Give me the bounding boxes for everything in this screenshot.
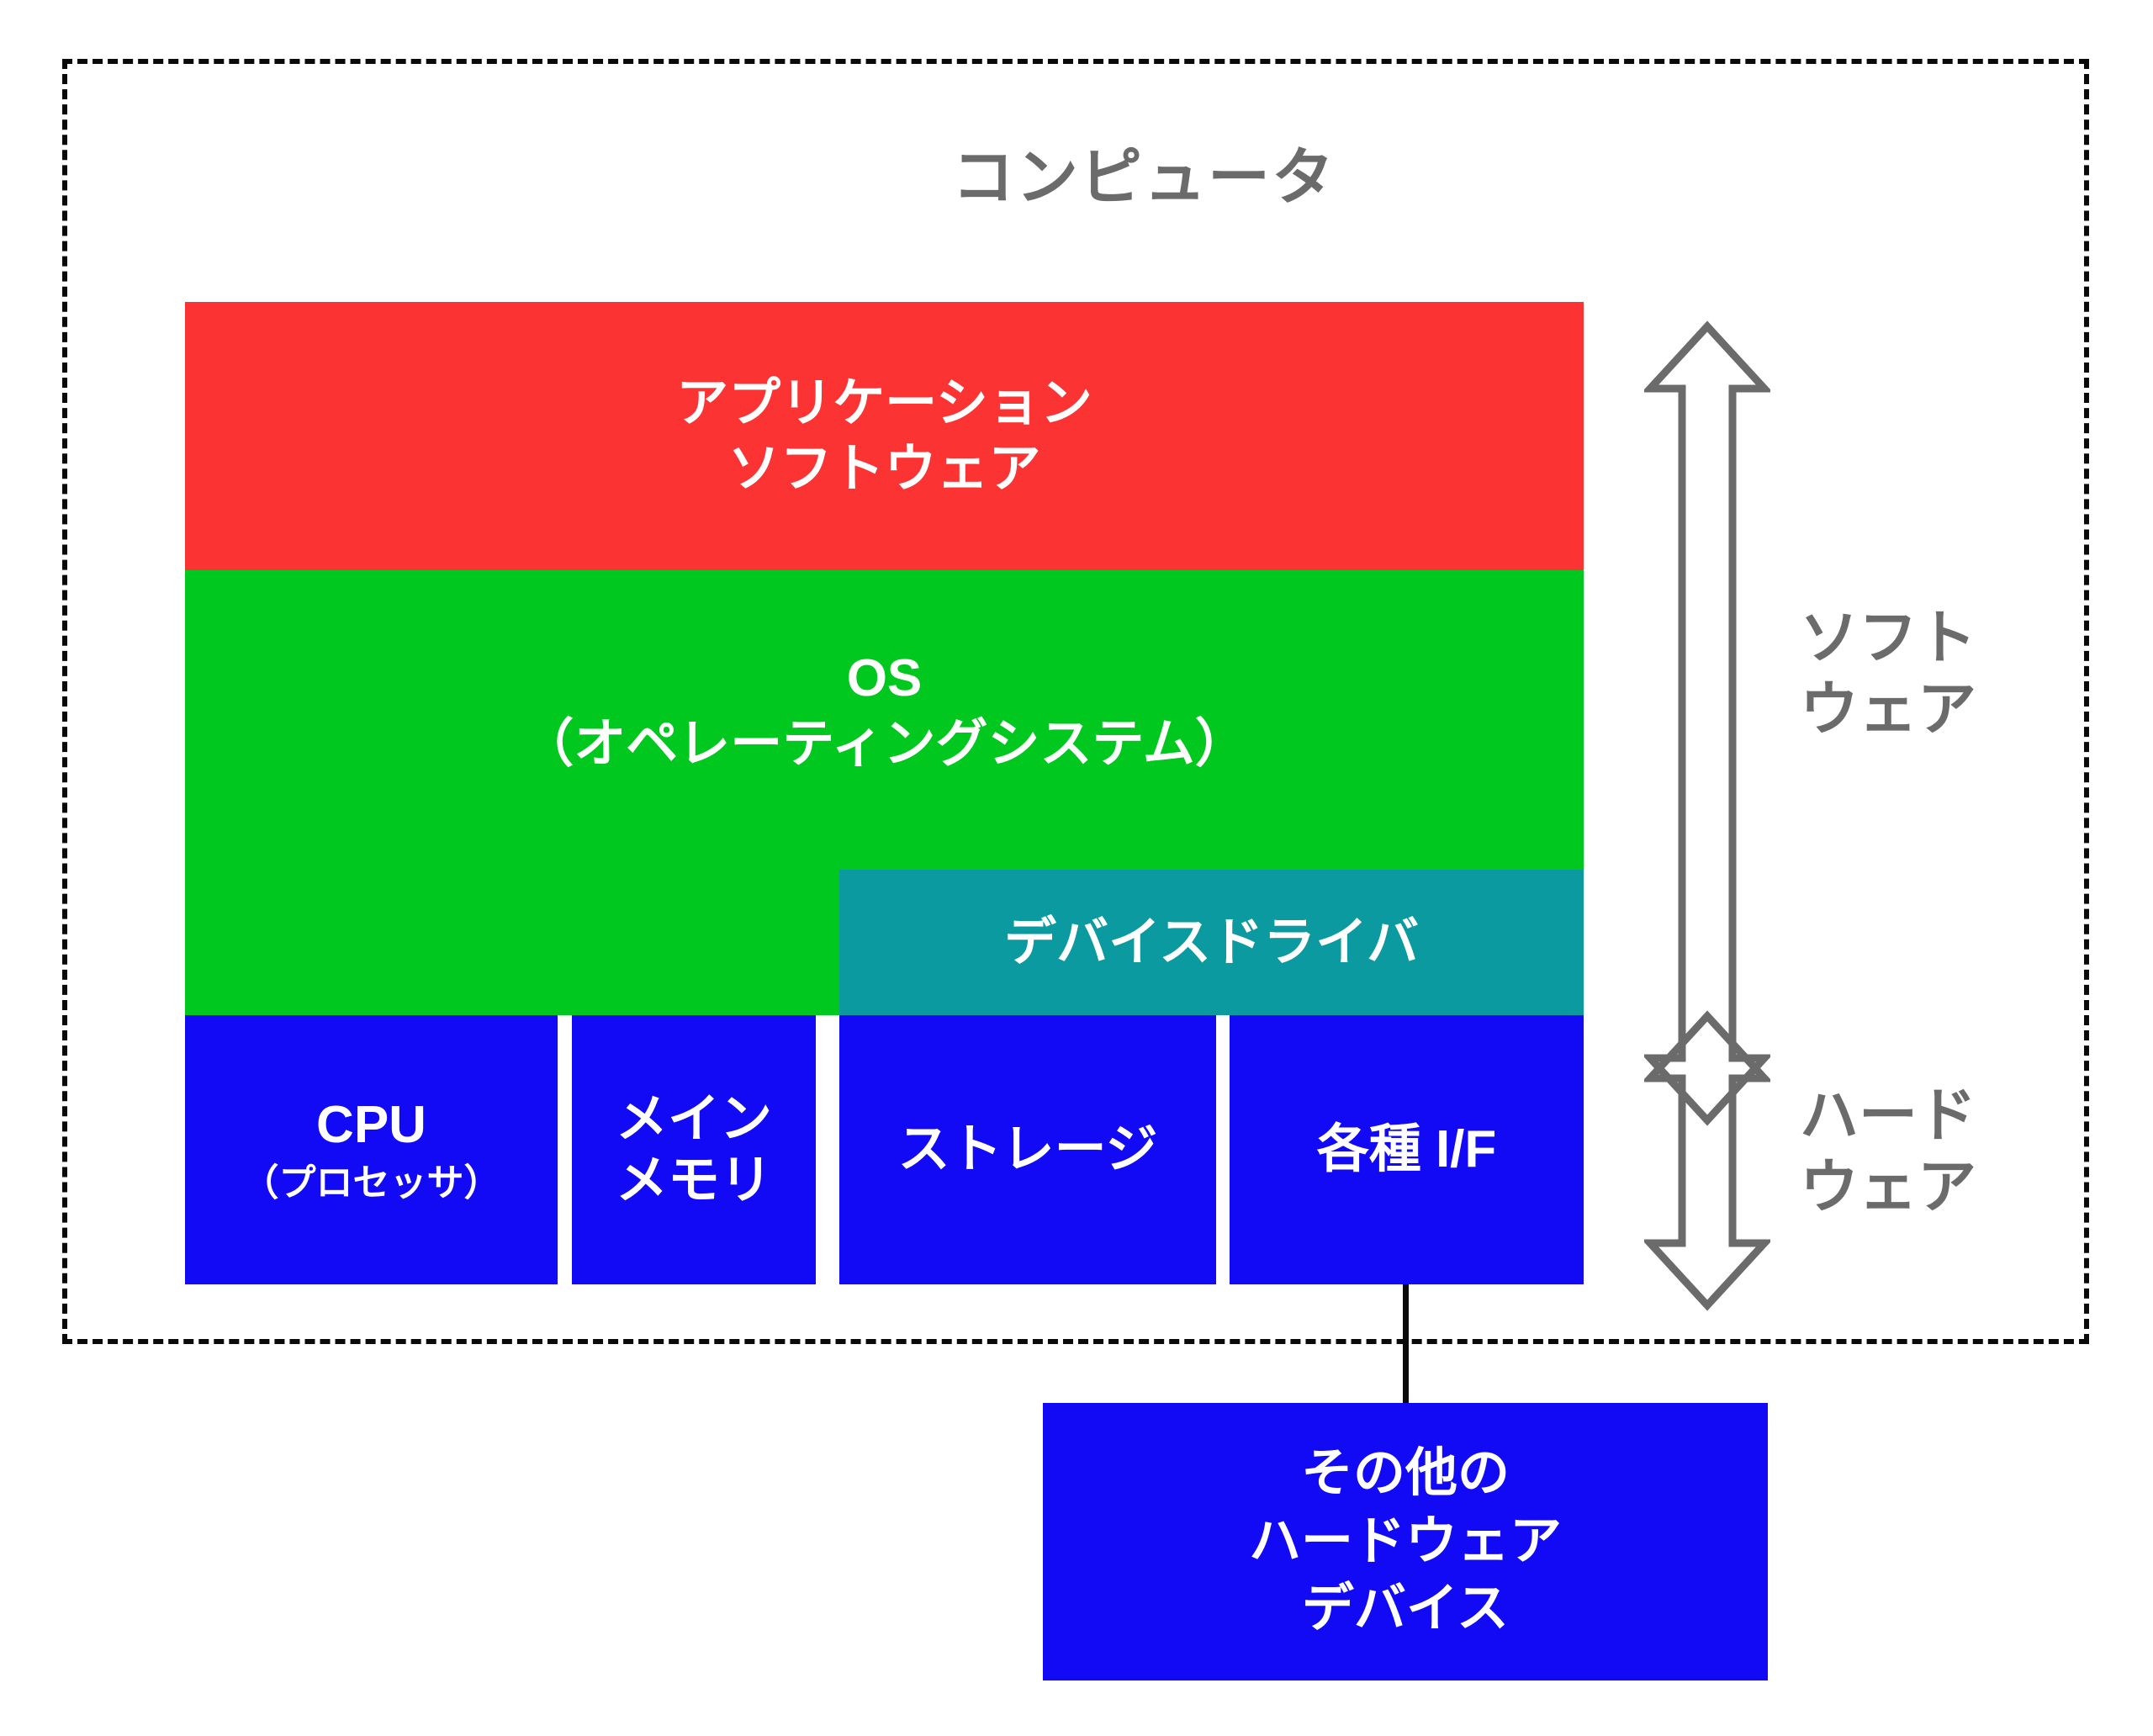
cpu-sublabel: （プロセッサ） <box>241 1162 501 1204</box>
side-label-hardware: ハード ウェア <box>1800 1082 1976 1220</box>
connector-line-interfaces-to-other-hardware <box>1403 1284 1409 1404</box>
application-line-2: ソフトウェア <box>727 439 1041 498</box>
down-arrow-icon <box>1644 1010 1770 1311</box>
hardware-box-interfaces: 各種 I/F <box>1230 1015 1584 1284</box>
application-line-1: アプリケーション <box>676 374 1092 432</box>
storage-label: ストレージ <box>897 1120 1158 1179</box>
hardware-box-main-memory: メイン メモリ <box>572 1015 816 1284</box>
other-hardware-device-box: その他の ハードウェア デバイス <box>1043 1403 1768 1680</box>
side-label-software: ソフト ウェア <box>1800 605 1976 743</box>
os-line-1: OS <box>846 649 923 707</box>
hardware-box-storage: ストレージ <box>839 1015 1216 1284</box>
cpu-label: CPU <box>316 1096 426 1155</box>
range-arrows <box>1644 320 1770 1311</box>
other-hardware-line-1: その他の <box>1300 1444 1510 1503</box>
layer-application-software: アプリケーション ソフトウェア <box>185 302 1584 570</box>
other-hardware-line-3: デバイス <box>1301 1580 1510 1638</box>
other-hardware-line-2: ハードウェア <box>1248 1511 1562 1570</box>
computer-boundary <box>62 59 2089 1344</box>
up-arrow-icon <box>1644 320 1770 1126</box>
interfaces-label: 各種 I/F <box>1316 1120 1497 1179</box>
page-title: コンピュータ <box>952 142 1336 212</box>
hardware-box-cpu: CPU （プロセッサ） <box>185 1015 558 1284</box>
device-driver-label: デバイスドライバ <box>1004 913 1419 971</box>
main-memory-label-line-2: メモリ <box>615 1151 772 1209</box>
os-line-2: （オペレーティングシステム） <box>521 714 1247 773</box>
layer-device-driver: デバイスドライバ <box>839 870 1584 1015</box>
main-memory-label-line-1: メイン <box>615 1089 772 1148</box>
